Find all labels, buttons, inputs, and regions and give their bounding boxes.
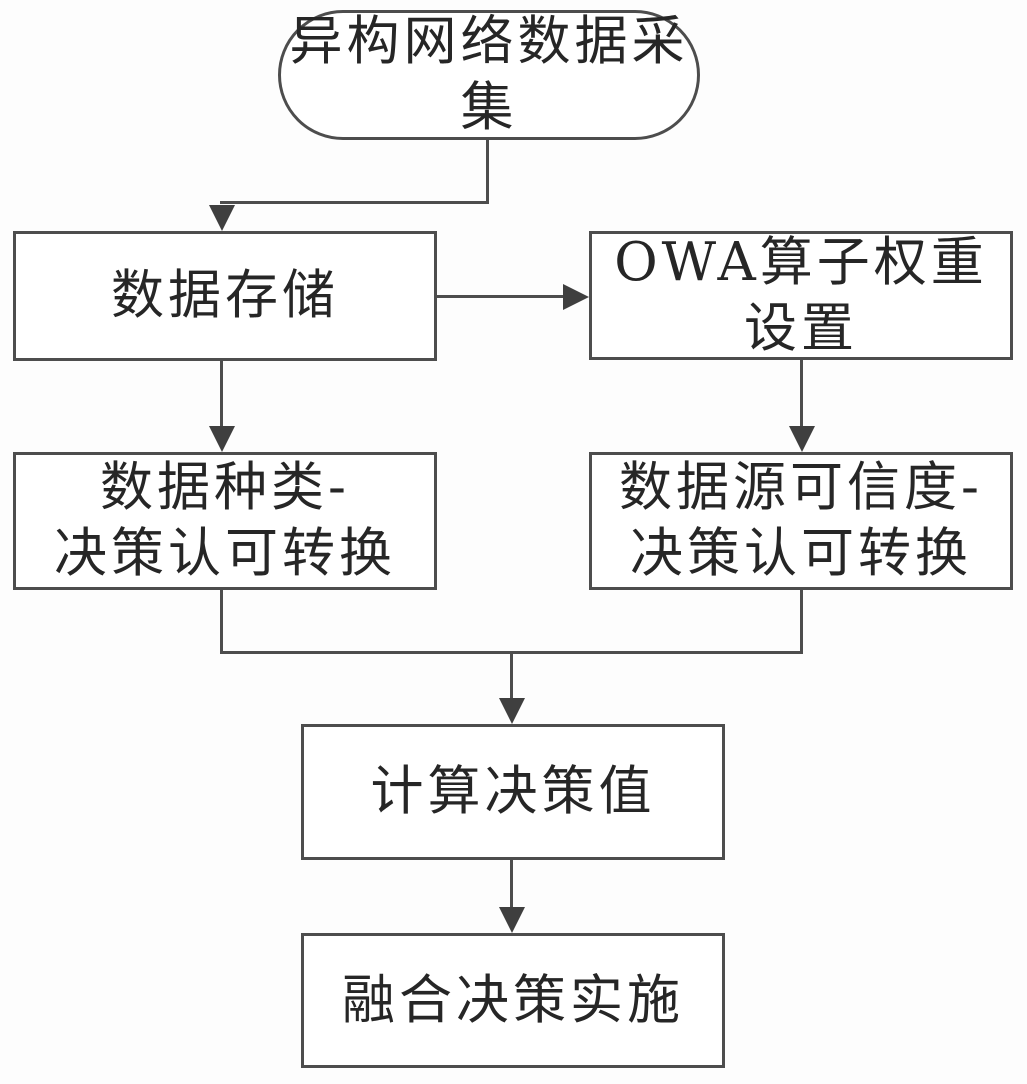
node-type-conv-line2: 决策认可转换 <box>54 523 396 584</box>
edge-merge-right-vertical <box>800 590 803 654</box>
edge-store-typeconv-arrowhead-icon <box>209 426 235 452</box>
edge-store-typeconv-segment <box>220 361 223 428</box>
node-source-conv-line1: 数据源可信度- <box>619 457 983 518</box>
node-compute: 计算决策值 <box>301 724 725 860</box>
edge-compute-implement-segment <box>510 860 513 909</box>
edge-merge-center-vertical <box>510 651 513 701</box>
edge-compute-implement-arrowhead-icon <box>499 907 525 933</box>
edge-merge-left-vertical <box>220 590 223 654</box>
node-type-conv: 数据种类- 决策认可转换 <box>13 452 437 590</box>
edge-merge-compute-arrowhead-icon <box>499 698 525 724</box>
edge-collect-store-segment-vertical <box>486 140 489 204</box>
node-collect: 异构网络数据采集 <box>278 10 700 140</box>
node-compute-label: 计算决策值 <box>370 761 656 822</box>
node-owa-label: OWA算子权重设置 <box>614 231 988 359</box>
edge-collect-store-arrowhead-icon <box>209 205 235 231</box>
node-collect-label: 异构网络数据采集 <box>289 11 689 138</box>
node-owa: OWA算子权重设置 <box>589 231 1013 360</box>
edge-owa-sourceconv-segment <box>800 360 803 428</box>
node-source-conv-line2: 决策认可转换 <box>629 523 972 584</box>
node-type-conv-label: 数据种类- 决策认可转换 <box>54 455 396 587</box>
node-store: 数据存储 <box>13 231 437 361</box>
node-implement-label: 融合决策实施 <box>342 969 684 1031</box>
node-source-conv: 数据源可信度- 决策认可转换 <box>589 452 1013 590</box>
edge-owa-sourceconv-arrowhead-icon <box>789 426 815 452</box>
edge-store-owa-arrowhead-icon <box>563 284 589 310</box>
node-store-label: 数据存储 <box>111 265 339 326</box>
edge-collect-store-segment-horizontal <box>220 201 489 204</box>
node-type-conv-line1: 数据种类- <box>100 457 350 518</box>
node-source-conv-label: 数据源可信度- 决策认可转换 <box>619 455 983 587</box>
node-implement: 融合决策实施 <box>301 933 725 1068</box>
edge-store-owa-segment <box>437 295 566 298</box>
